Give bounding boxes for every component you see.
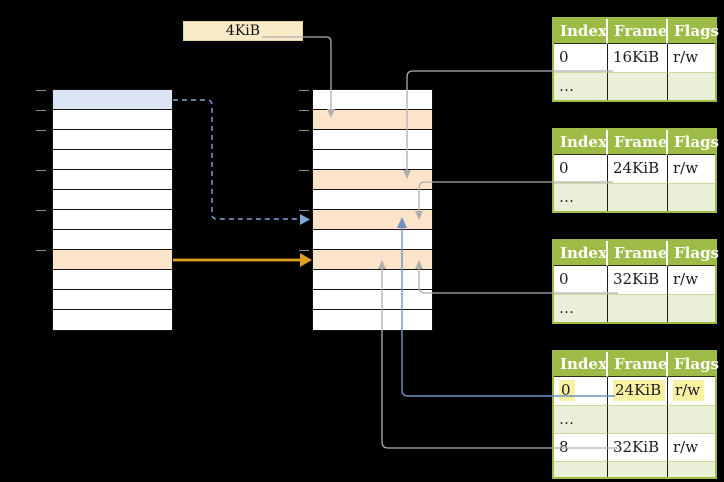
column-header: Frame [608, 241, 668, 266]
memory-row [313, 270, 432, 290]
table-cell [668, 294, 715, 322]
table-cell: 0 [554, 44, 608, 72]
column-header: Flags [668, 130, 719, 155]
column-header: Index [554, 241, 608, 266]
memory-row [53, 290, 172, 310]
address-tick [299, 210, 309, 211]
table-cell: … [554, 405, 608, 433]
table-cell: r/w [668, 266, 715, 294]
table-cell [608, 183, 668, 211]
page-size-label: 4KiB [183, 21, 303, 41]
address-tick [299, 250, 309, 251]
column-header: Flags [668, 241, 719, 266]
column-header: Index [554, 19, 608, 44]
memory-row [313, 150, 432, 170]
memory-row [53, 230, 172, 250]
dashed-translation-arrow [173, 99, 310, 225]
direct-mapping-arrow [173, 253, 312, 267]
column-header: Frame [608, 19, 668, 44]
table-cell: 16KiB [608, 44, 668, 72]
memory-row [313, 210, 432, 230]
column-header: Frame [608, 352, 668, 377]
memory-row [53, 90, 172, 110]
table-cell [608, 405, 668, 433]
memory-row [313, 310, 432, 330]
table-cell: 0 [554, 266, 608, 294]
table-cell [608, 294, 668, 322]
memory-row [53, 250, 172, 270]
address-tick [299, 130, 309, 131]
memory-row [53, 270, 172, 290]
address-tick [36, 170, 46, 171]
table-cell: … [554, 461, 608, 477]
address-tick [299, 170, 309, 171]
table-cell: 8 [554, 433, 608, 461]
column-header: Flags [668, 352, 719, 377]
address-tick [36, 110, 46, 111]
memory-row [53, 170, 172, 190]
table-cell: 32KiB [608, 433, 668, 461]
table-cell: 24KiB [608, 377, 668, 405]
table-cell: r/w [668, 155, 715, 183]
left-memory-column [53, 90, 172, 330]
table-cell [608, 461, 668, 477]
memory-row [53, 190, 172, 210]
table-cell: r/w [668, 433, 715, 461]
address-tick [36, 210, 46, 211]
table-cell [668, 72, 715, 100]
memory-row [53, 210, 172, 230]
address-tick [299, 90, 309, 91]
address-tick [299, 110, 309, 111]
memory-row [313, 230, 432, 250]
table-cell [668, 461, 715, 477]
memory-row [313, 110, 432, 130]
memory-row [53, 310, 172, 330]
highlighted-value: 24KiB [613, 380, 666, 401]
memory-row [313, 190, 432, 210]
memory-row [53, 150, 172, 170]
table-cell: r/w [668, 44, 715, 72]
column-header: Index [554, 352, 608, 377]
highlighted-value: 0 [559, 380, 575, 401]
memory-row [313, 290, 432, 310]
table-cell: r/w [668, 377, 715, 405]
memory-row [313, 130, 432, 150]
address-tick [36, 250, 46, 251]
table-cell [608, 72, 668, 100]
table-cell: 0 [554, 155, 608, 183]
memory-row [53, 110, 172, 130]
middle-memory-column [313, 90, 432, 330]
column-header: Frame [608, 130, 668, 155]
table-cell: 32KiB [608, 266, 668, 294]
table-cell: 24KiB [608, 155, 668, 183]
highlighted-value: r/w [673, 380, 705, 401]
column-header: Index [554, 130, 608, 155]
table-cell [668, 183, 715, 211]
memory-row [313, 170, 432, 190]
table-cell [668, 405, 715, 433]
table-cell: 0 [554, 377, 608, 405]
address-tick [36, 90, 46, 91]
address-tick [36, 130, 46, 131]
table-cell: … [554, 72, 608, 100]
memory-row [313, 250, 432, 270]
memory-row [53, 130, 172, 150]
table-cell: … [554, 294, 608, 322]
memory-row [313, 90, 432, 110]
table-cell: … [554, 183, 608, 211]
column-header: Flags [668, 19, 719, 44]
